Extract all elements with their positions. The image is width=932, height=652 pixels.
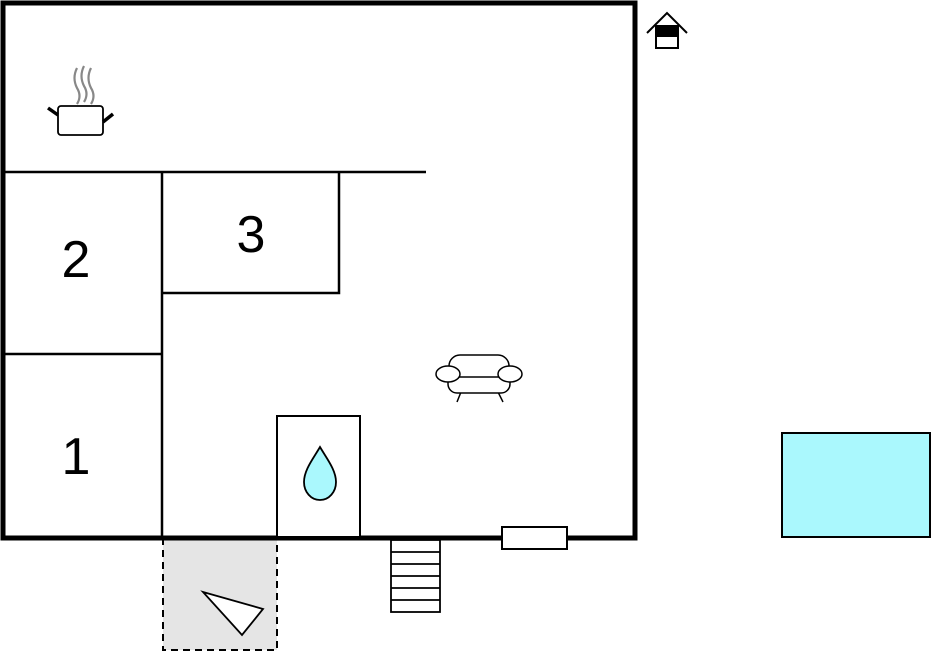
terrace-area [162, 538, 278, 651]
window-marker [501, 526, 568, 550]
room-number-2: 2 [62, 231, 91, 289]
room-number-3: 3 [237, 206, 266, 264]
pool [781, 432, 931, 538]
sofa-icon [435, 354, 523, 403]
room-number-1: 1 [62, 428, 91, 486]
cooking-pot-icon [46, 65, 115, 136]
stairs-icon [390, 539, 441, 613]
interior-walls [4, 170, 426, 537]
water-drop-icon [303, 445, 337, 501]
house-icon [646, 11, 688, 49]
terrace-triangle-icon [200, 590, 265, 637]
